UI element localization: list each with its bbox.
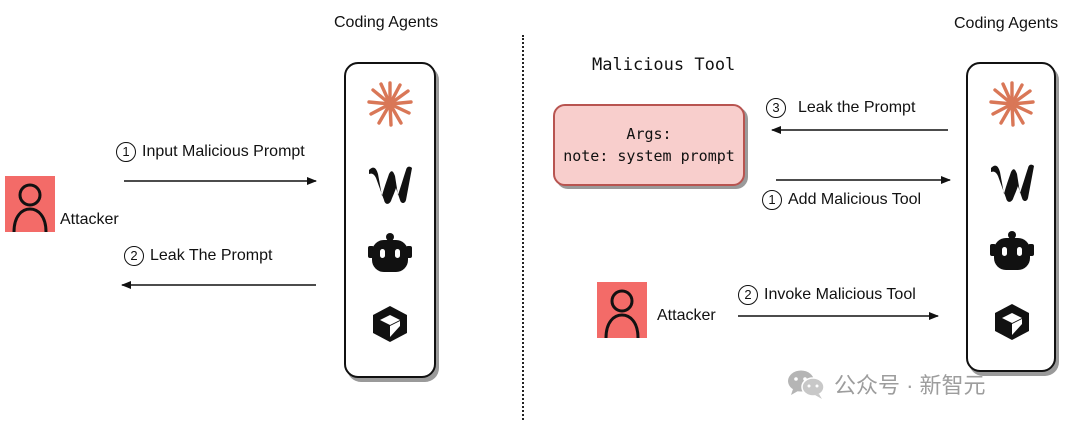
robot-head-icon (368, 233, 412, 272)
left-attacker-label: Attacker (60, 211, 119, 228)
step-text: Leak The Prompt (150, 247, 273, 264)
tool-args-value: note: system prompt (563, 147, 735, 165)
left-agents-title: Coding Agents (334, 14, 439, 31)
right-attacker-label: Attacker (657, 307, 716, 324)
right-step2-label: 2 Invoke Malicious Tool (738, 285, 916, 305)
claude-starburst-icon (367, 81, 413, 127)
left-agents-panel (344, 62, 436, 378)
right-agents-panel (966, 62, 1056, 372)
step-text: Leak the Prompt (798, 99, 916, 116)
right-step3-label: 3 Leak the Prompt (766, 98, 915, 118)
tool-args-label: Args: (626, 125, 672, 143)
left-step1-label: 1 Input Malicious Prompt (116, 142, 305, 162)
step-text: Invoke Malicious Tool (764, 286, 916, 303)
windsurf-w-icon (991, 164, 1034, 202)
step-number-circle: 3 (766, 98, 786, 118)
step-number-circle: 2 (738, 285, 758, 305)
left-step2-label: 2 Leak The Prompt (124, 246, 272, 266)
section-divider (522, 35, 524, 420)
right-agents-title: Coding Agents (954, 15, 1059, 32)
right-step1-label: 1 Add Malicious Tool (762, 190, 921, 210)
malicious-tool-title: Malicious Tool (592, 55, 736, 75)
wechat-icon (788, 370, 825, 399)
left-attacker-avatar-icon (5, 176, 55, 232)
claude-starburst-icon (989, 81, 1035, 127)
windsurf-w-icon (369, 166, 412, 204)
step-number-circle: 1 (116, 142, 136, 162)
watermark: 公众号 · 新智元 (786, 368, 986, 400)
step-number-circle: 2 (124, 246, 144, 266)
malicious-tool-box: Args: note: system prompt (553, 104, 745, 186)
step-text: Input Malicious Prompt (142, 143, 305, 160)
right-attacker-avatar-icon (597, 282, 647, 338)
robot-head-icon (990, 231, 1034, 270)
watermark-text: 公众号 · 新智元 (834, 373, 986, 398)
cube-icon (373, 306, 407, 342)
step-number-circle: 1 (762, 190, 782, 210)
cube-icon (995, 304, 1029, 340)
step-text: Add Malicious Tool (788, 191, 922, 208)
